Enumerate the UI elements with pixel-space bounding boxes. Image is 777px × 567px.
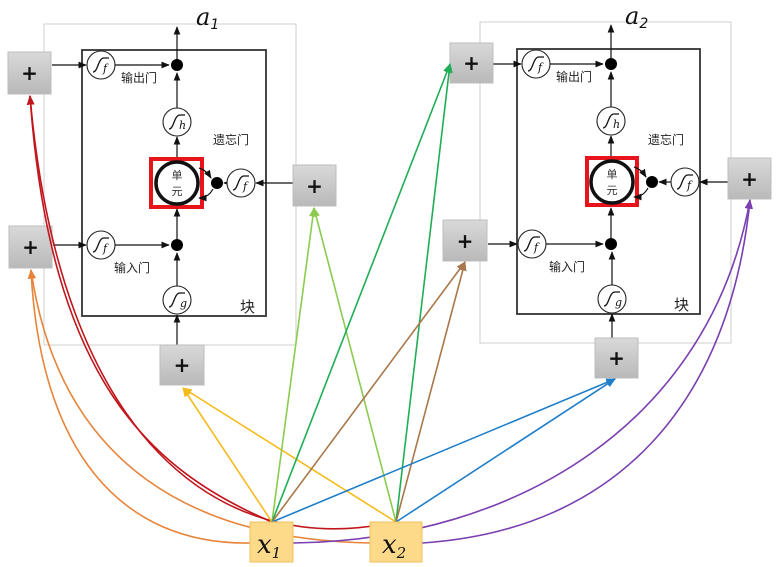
connection-x2-block1-forget-gate xyxy=(312,207,397,523)
block-1-output-gate-sigmoid: f xyxy=(86,50,116,80)
block-1-forget-gate-label: 遗忘门 xyxy=(213,132,249,147)
plus-icon: + xyxy=(21,61,38,85)
block-1-memory-cell xyxy=(154,160,200,206)
connection-x1-block2-block-input xyxy=(271,378,616,523)
block-1-forget-gate-sum: + xyxy=(292,164,337,207)
block-2-cell-label-line1: 单 xyxy=(607,168,618,181)
block-2-input-multiply-node xyxy=(605,238,617,250)
block-2-input-gate-sigmoid: f xyxy=(517,229,547,259)
block-1-forget-multiply-node xyxy=(211,177,223,189)
svg-text:f: f xyxy=(686,179,693,192)
input-connections xyxy=(26,63,753,544)
plus-icon: + xyxy=(741,167,758,191)
plus-icon: + xyxy=(22,235,39,259)
connection-x1-block1-block-input xyxy=(182,387,273,523)
block-2-output-gate-sum: + xyxy=(449,42,494,84)
block-1-forget-to-cell-arrow xyxy=(198,188,214,202)
block-1-input-multiply-node xyxy=(171,239,183,251)
block-1-cell-highlight xyxy=(149,157,204,209)
block-1-output-gate-label: 输出门 xyxy=(121,70,157,85)
block-2-forget-gate-sum: + xyxy=(727,157,772,200)
plus-icon: + xyxy=(306,174,323,198)
block-2-cell-highlight xyxy=(585,156,639,207)
connection-x2-block2-forget-gate xyxy=(421,199,753,544)
block-1-input-gate-sigmoid: f xyxy=(86,230,116,260)
block-2-output-multiply-node xyxy=(605,58,617,70)
svg-text:x1: x1 xyxy=(257,530,281,562)
block-2-input-gate-sum: + xyxy=(442,219,488,262)
block-1-output-gate-sum: + xyxy=(7,51,52,95)
block-2-output-gate-label: 输出门 xyxy=(556,69,592,84)
block-1-g-sigmoid: g xyxy=(162,285,192,315)
block-2-block-input-sum: + xyxy=(594,337,639,379)
connection-x1-block1-input-gate xyxy=(27,269,251,544)
block-2-forget-gate-sigmoid: f xyxy=(670,167,700,197)
input-x2: x2 xyxy=(369,521,423,563)
block-1-cell-to-forget-arrow xyxy=(198,167,212,179)
block-2-input-gate-label: 输入门 xyxy=(549,259,585,274)
plus-icon: + xyxy=(608,346,625,370)
svg-text:f: f xyxy=(533,241,540,254)
lstm-block-2: a2 f 输出门 h 遗忘门 单 元 f xyxy=(442,2,772,379)
block-2-cell-to-forget-arrow xyxy=(633,166,647,178)
block-1-block-input-sum: + xyxy=(159,344,205,386)
plus-icon: + xyxy=(457,229,474,253)
svg-text:f: f xyxy=(242,180,249,193)
connection-x2-block2-block-input xyxy=(395,378,616,523)
connection-x2-block1-output-gate xyxy=(26,95,396,530)
svg-text:f: f xyxy=(102,62,109,75)
block-1-cell-label-line2: 元 xyxy=(172,185,183,198)
block-1-forget-gate-sigmoid: f xyxy=(226,168,256,198)
connection-x1-block2-output-gate xyxy=(271,63,451,523)
block-1-output-multiply-node xyxy=(171,59,183,71)
plus-icon: + xyxy=(463,51,480,75)
block-1-input-gate-label: 输入门 xyxy=(114,260,150,275)
block-2-h-sigmoid: h xyxy=(596,106,626,136)
svg-text:g: g xyxy=(180,297,187,310)
block-1-cell-label-line1: 单 xyxy=(172,169,183,182)
block-2-forget-multiply-node xyxy=(646,176,658,188)
connection-x2-block1-input-gate xyxy=(28,269,371,544)
connection-x1-block1-forget-gate xyxy=(271,207,317,523)
block-2-forget-gate-label: 遗忘门 xyxy=(648,132,684,147)
svg-text:h: h xyxy=(179,119,186,132)
connection-x2-block2-output-gate xyxy=(395,63,453,523)
input-x1: x1 xyxy=(249,521,294,563)
block-2-memory-cell xyxy=(589,159,635,205)
connection-x2-block1-block-input xyxy=(182,387,397,523)
block-2-block-label: 块 xyxy=(674,296,689,314)
block-2-output-gate-sigmoid: f xyxy=(521,49,551,79)
block-1-output-label: a1 xyxy=(196,3,219,33)
svg-text:h: h xyxy=(613,118,620,131)
svg-text:f: f xyxy=(102,242,109,255)
block-2-cell-label-line2: 元 xyxy=(607,184,618,197)
lstm-block-1: a1 f 输出门 h 遗忘门 单 元 f xyxy=(7,3,337,386)
connection-x2-block2-input-gate xyxy=(395,261,467,523)
plus-icon: + xyxy=(174,353,191,377)
connection-x1-block1-output-gate xyxy=(26,95,273,523)
block-2-g-sigmoid: g xyxy=(597,284,627,314)
block-2-forget-to-cell-arrow xyxy=(633,187,649,201)
block-1-h-sigmoid: h xyxy=(162,107,192,137)
svg-text:g: g xyxy=(615,296,622,309)
block-1-input-gate-sum: + xyxy=(8,225,53,269)
svg-text:x2: x2 xyxy=(382,530,406,562)
block-1-block-label: 块 xyxy=(240,298,255,316)
block-2-output-label: a2 xyxy=(625,2,648,32)
svg-text:f: f xyxy=(537,61,544,74)
connection-x1-block2-input-gate xyxy=(271,261,466,523)
